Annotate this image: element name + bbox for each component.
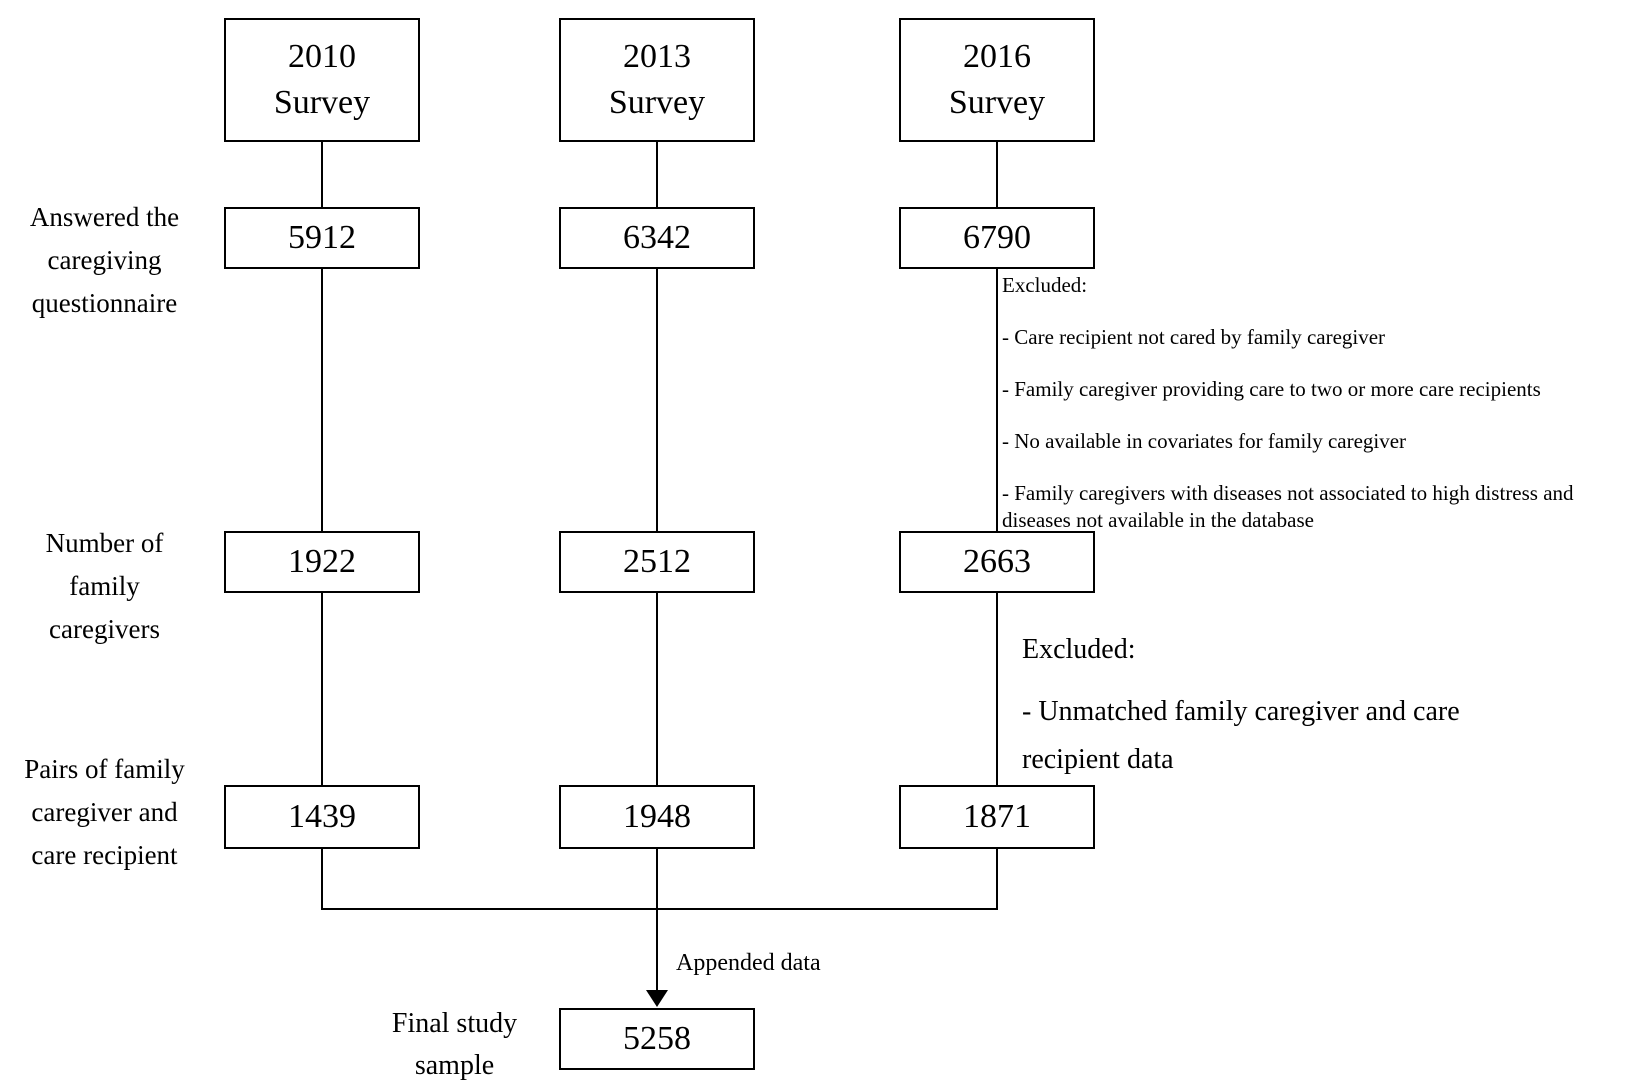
- exclusion-second-item: - Unmatched family caregiver and care re…: [1022, 696, 1460, 775]
- exclusion-block-second: Excluded: - Unmatched family caregiver a…: [1022, 626, 1512, 784]
- row-label-caregivers: Number of family caregivers: [45, 528, 164, 644]
- connector-merge-to-final: [656, 908, 658, 992]
- survey-box-2016: 2016 Survey: [899, 18, 1095, 142]
- connector-2010-pairs-to-merge: [321, 849, 323, 909]
- pairs-count-box-2013: 1948: [559, 785, 755, 849]
- row-label-answered: Answered the caregiving questionnaire: [29, 202, 180, 318]
- survey-box-2010: 2010 Survey: [224, 18, 420, 142]
- connector-2010-survey-to-answered: [321, 142, 323, 207]
- connector-2010-caregivers-to-pairs: [321, 593, 323, 785]
- connector-2016-pairs-to-merge: [996, 849, 998, 909]
- exclusion-second-title: Excluded:: [1022, 634, 1136, 665]
- final-sample-box: 5258: [559, 1008, 755, 1070]
- exclusion-first-item: - Family caregivers with diseases not as…: [1002, 481, 1574, 532]
- row-label-final: Final study sample: [391, 1008, 518, 1081]
- exclusion-first-item: - No available in covariates for family …: [1002, 429, 1407, 453]
- connector-2013-survey-to-answered: [656, 142, 658, 207]
- caregivers-count-box-2013: 2512: [559, 531, 755, 593]
- arrowhead-down-icon: [646, 990, 668, 1007]
- appended-data-label: Appended data: [676, 950, 821, 976]
- connector-2013-answered-to-caregivers: [656, 269, 658, 531]
- connector-2016-caregivers-to-pairs: [996, 593, 998, 785]
- exclusion-first-title: Excluded:: [1002, 273, 1088, 297]
- caregivers-count-box-2010: 1922: [224, 531, 420, 593]
- answered-count-box-2013: 6342: [559, 207, 755, 269]
- pairs-count-box-2016: 1871: [899, 785, 1095, 849]
- merge-horizontal-line: [321, 908, 998, 910]
- row-label-pairs: Pairs of family caregiver and care recip…: [24, 754, 185, 870]
- connector-2010-answered-to-caregivers: [321, 269, 323, 531]
- pairs-count-box-2010: 1439: [224, 785, 420, 849]
- survey-box-2013: 2013 Survey: [559, 18, 755, 142]
- connector-2016-survey-to-answered: [996, 142, 998, 207]
- connector-2013-caregivers-to-pairs: [656, 593, 658, 785]
- connector-2013-pairs-to-merge: [656, 849, 658, 909]
- connector-2016-answered-to-caregivers: [996, 269, 998, 531]
- exclusion-block-first: Excluded: - Care recipient not cared by …: [1002, 272, 1632, 559]
- answered-count-box-2016: 6790: [899, 207, 1095, 269]
- caregivers-count-box-2016: 2663: [899, 531, 1095, 593]
- answered-count-box-2010: 5912: [224, 207, 420, 269]
- exclusion-first-item: - Care recipient not cared by family car…: [1002, 325, 1386, 349]
- exclusion-first-item: - Family caregiver providing care to two…: [1002, 377, 1541, 401]
